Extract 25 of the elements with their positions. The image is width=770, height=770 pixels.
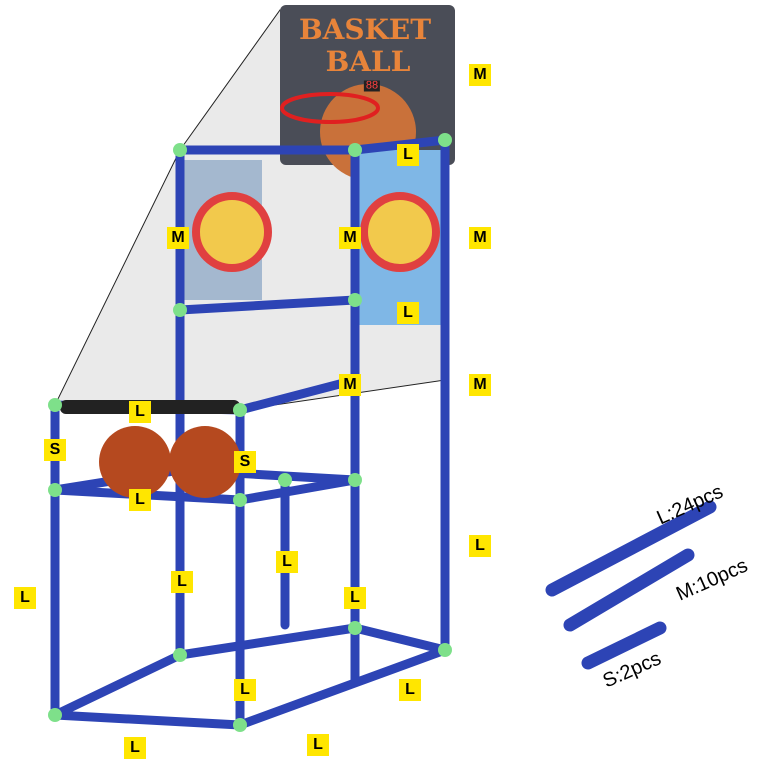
size-tag: L [397, 144, 419, 166]
backboard-text: 88 [364, 80, 380, 92]
backboard-text: BALL [326, 48, 410, 76]
size-tag: L [307, 734, 329, 756]
size-tag: L [469, 535, 491, 557]
size-tag: M [469, 374, 491, 396]
size-tag: L [397, 302, 419, 324]
size-tag: L [399, 679, 421, 701]
backboard-text: BASKET [298, 16, 432, 44]
pipe-count-text: S:2pcs [600, 648, 664, 692]
size-tag: L [14, 587, 36, 609]
size-tag: S [234, 451, 256, 473]
size-tag: M [339, 374, 361, 396]
size-tag: L [276, 551, 298, 573]
size-tag: M [469, 64, 491, 86]
size-tag: L [234, 679, 256, 701]
size-tag: L [129, 401, 151, 423]
size-tag: M [167, 227, 189, 249]
size-tag: S [44, 439, 66, 461]
size-tag: L [171, 571, 193, 593]
size-tag: M [339, 227, 361, 249]
size-tag: L [124, 737, 146, 759]
size-tag: L [129, 489, 151, 511]
size-tag: M [469, 227, 491, 249]
size-tag: L [344, 587, 366, 609]
